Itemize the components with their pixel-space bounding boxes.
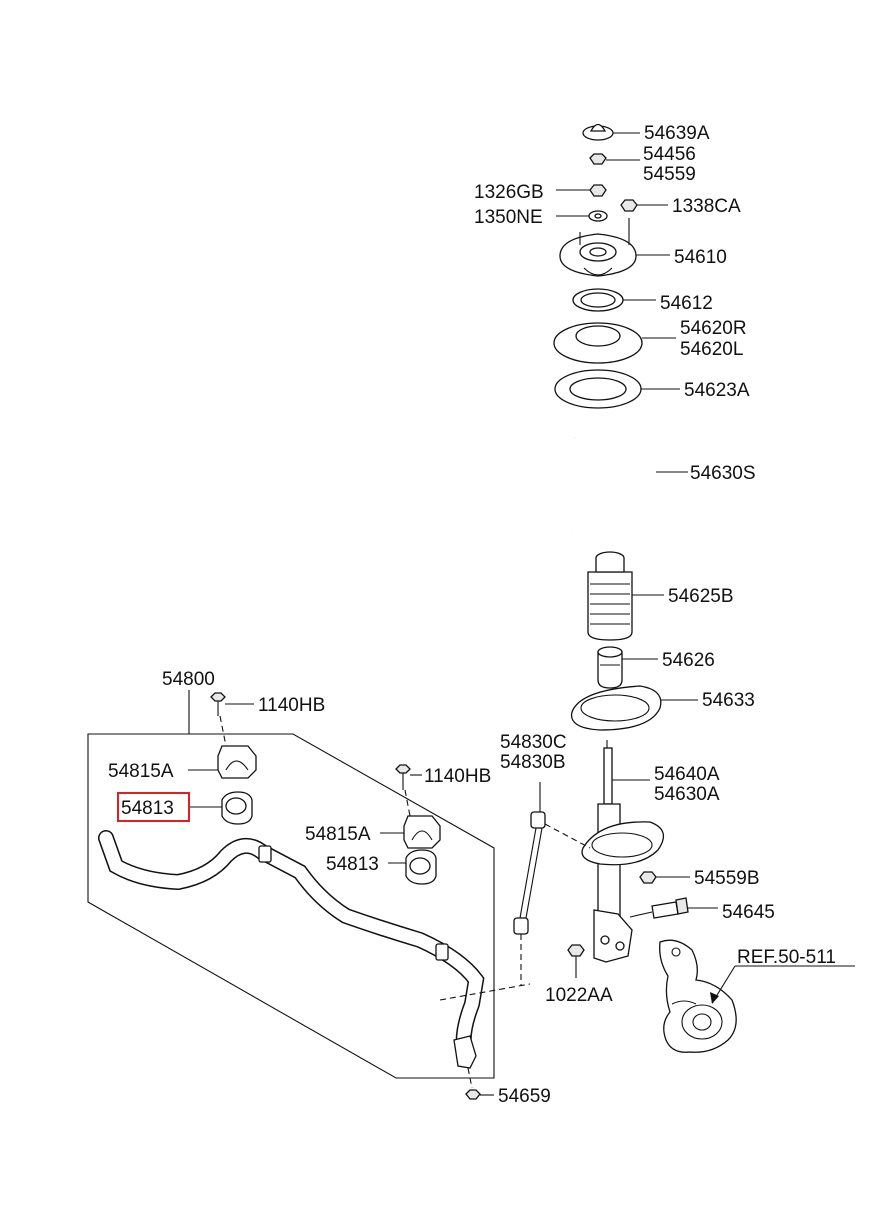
part-label-ref: REF.50-511: [737, 947, 836, 968]
strut-mount-part: [559, 218, 670, 277]
dust-cap-part: [582, 123, 640, 141]
lower-insulator-part: [570, 685, 698, 731]
spring-pad-part: [554, 369, 680, 409]
stabilizer-link-part: [513, 782, 591, 986]
part-label-54623A: 54623A: [684, 380, 750, 401]
nut-part: [556, 184, 607, 197]
nut-part: [620, 199, 668, 212]
bolt-part: [629, 897, 718, 919]
nut-part: [589, 153, 640, 165]
part-label-54559B: 54559B: [694, 868, 760, 889]
part-label-54815A: 54815A: [108, 761, 174, 782]
part-label-54830B: 54830B: [500, 752, 566, 773]
part-label-54830C: 54830C: [500, 732, 567, 753]
bracket-part: [380, 815, 441, 849]
part-label-1326GB: 1326GB: [474, 182, 544, 203]
bushing-part: [388, 849, 437, 885]
part-label-1140HB: 1140HB: [424, 766, 491, 787]
nut-part: [639, 871, 690, 884]
steering-knuckle-part: [659, 939, 855, 1053]
part-label-54633: 54633: [702, 690, 755, 711]
dust-boot-part: [587, 551, 664, 641]
bracket-part: [188, 745, 257, 779]
part-label-54625B: 54625B: [668, 586, 734, 607]
bolt-part: [210, 692, 254, 747]
nut-part: [465, 1067, 494, 1100]
shock-absorber-part: [581, 740, 665, 963]
bolt-part: [395, 764, 422, 817]
part-label-54630A: 54630A: [654, 784, 720, 805]
part-label-54813-highlighted[interactable]: 54813: [121, 798, 174, 819]
bushing-part: [190, 791, 253, 825]
part-label-1022AA: 1022AA: [545, 985, 613, 1006]
upper-spring-seat-part: [553, 322, 676, 364]
part-label-54559: 54559: [643, 164, 696, 185]
stabilizer-group-frame: [87, 690, 495, 1079]
part-label-54813: 54813: [326, 854, 379, 875]
bump-stopper-part: [597, 646, 658, 689]
part-label-54626: 54626: [662, 650, 715, 671]
part-label-1338CA: 1338CA: [672, 196, 741, 217]
part-label-54620R: 54620R: [680, 318, 747, 339]
part-label-54456: 54456: [643, 144, 696, 165]
part-label-54630S: 54630S: [690, 463, 756, 484]
part-label-54645: 54645: [722, 902, 775, 923]
part-label-1140HB: 1140HB: [258, 695, 325, 716]
nut-part: [567, 944, 585, 978]
part-label-54612: 54612: [660, 293, 713, 314]
part-label-54640A: 54640A: [654, 764, 720, 785]
stabilizer-bar-part: [98, 830, 531, 1069]
part-label-54639A: 54639A: [644, 123, 710, 144]
part-label-54610: 54610: [674, 247, 727, 268]
part-label-54800: 54800: [162, 669, 215, 690]
bearing-part: [572, 288, 656, 312]
highlight-box: [117, 792, 190, 822]
part-label-54815A: 54815A: [305, 824, 371, 845]
washer-part: [556, 210, 608, 222]
part-label-54659: 54659: [498, 1086, 551, 1107]
coil-spring-part: [566, 419, 688, 547]
part-label-1350NE: 1350NE: [474, 207, 543, 228]
part-label-54620L: 54620L: [680, 339, 743, 360]
